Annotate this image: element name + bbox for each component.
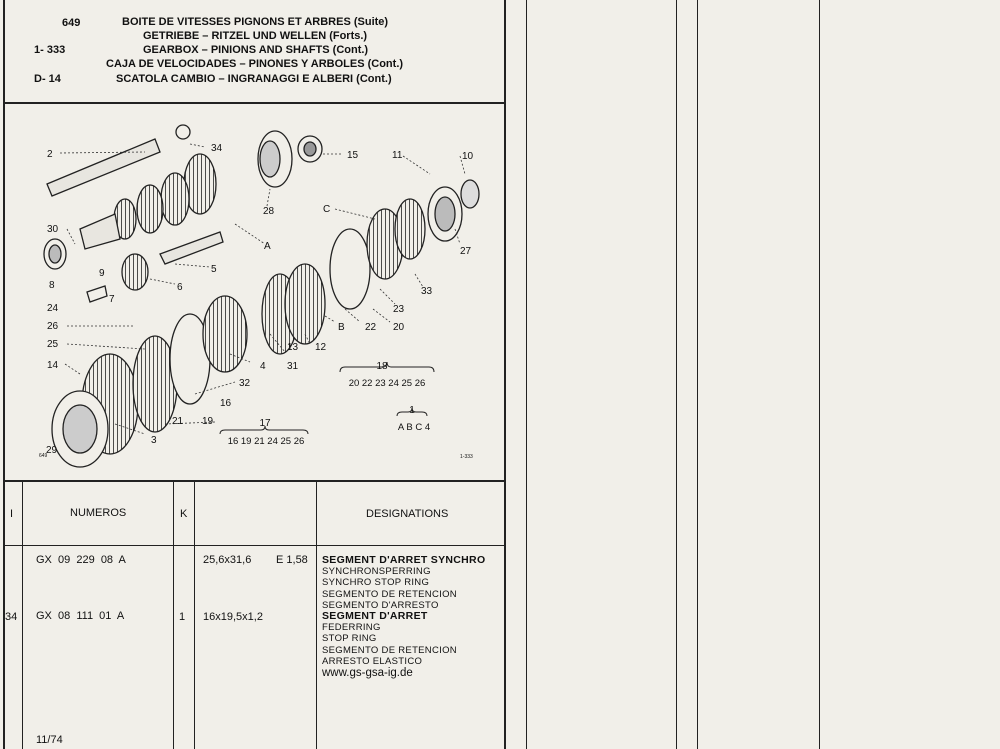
callout-label: 34 xyxy=(211,143,223,154)
group-1-label: 1 xyxy=(409,405,415,416)
callout-label: 26 xyxy=(47,321,59,332)
frame-divider-main xyxy=(504,0,506,749)
column-header-i: I xyxy=(10,508,14,520)
callout-label: A xyxy=(264,241,271,252)
callout-label: 30 xyxy=(47,224,59,235)
title-es: CAJA DE VELOCIDADES – PINONES Y ARBOLES … xyxy=(106,58,404,70)
designation-line: FEDERRING xyxy=(322,622,381,634)
group-brackets xyxy=(219,361,435,435)
callout-label: 10 xyxy=(462,151,474,162)
designation-block: SEGMENT D'ARRET FEDERRING STOP RING SEGM… xyxy=(322,610,457,667)
callout-label: 14 xyxy=(47,360,59,371)
gear-drawings xyxy=(43,124,480,468)
table-col-line xyxy=(173,481,174,749)
part-quantity: 1 xyxy=(179,611,186,623)
part-number: GX 09 229 08 A xyxy=(36,554,126,566)
frame-left xyxy=(3,0,5,749)
gearbox-exploded-diagram: 2 34 15 28 11 10 C A 30 5 6 8 9 7 24 26 … xyxy=(39,124,480,468)
designation-line: SYNCHRO STOP RING xyxy=(322,577,430,589)
part-dimensions: 25,6x31,6 xyxy=(203,554,252,566)
group-17-items: 16 19 21 24 25 26 xyxy=(228,436,305,447)
group-18-items: 20 22 23 24 25 26 xyxy=(349,378,426,389)
designation-line: SEGMENTO DE RETENCION xyxy=(322,644,457,656)
diagram-bottom-line xyxy=(3,480,505,482)
callout-label: 27 xyxy=(460,246,472,257)
reference-code: D- 14 xyxy=(34,73,61,85)
title-en: GEARBOX – PINIONS AND SHAFTS (Cont.) xyxy=(143,44,369,56)
designation-line: SYNCHRONSPERRING xyxy=(322,566,431,578)
callout-label: 12 xyxy=(315,342,327,353)
group-17-label: 17 xyxy=(259,418,271,429)
diagram-small-code: 1-333 xyxy=(460,454,473,460)
callout-label: 33 xyxy=(421,286,433,297)
column-header-k: K xyxy=(180,508,188,520)
title-fr: BOITE DE VITESSES PIGNONS ET ARBRES (Sui… xyxy=(122,16,389,28)
website-link[interactable]: www.gs-gsa-ig.de xyxy=(322,667,413,679)
part-extra: E 1,58 xyxy=(276,554,308,566)
callout-label: 31 xyxy=(287,361,299,372)
header-bottom-line xyxy=(3,102,505,104)
frame-column-line xyxy=(676,0,677,749)
leader-lines xyxy=(59,143,466,435)
callout-label: 28 xyxy=(263,206,275,217)
title-it: SCATOLA CAMBIO – INGRANAGGI E ALBERI (Co… xyxy=(116,73,392,85)
part-dimensions: 16x19,5x1,2 xyxy=(203,611,263,623)
title-de: GETRIEBE – RITZEL UND WELLEN (Forts.) xyxy=(143,30,368,42)
callout-label: 9 xyxy=(99,268,105,279)
reference-code: 1- 333 xyxy=(34,44,66,56)
callout-label: 25 xyxy=(47,339,59,350)
designation-main: SEGMENT D'ARRET xyxy=(322,610,428,622)
group-18-label: 18 xyxy=(376,361,388,372)
table-col-line xyxy=(316,481,317,749)
page-number: 649 xyxy=(62,17,81,29)
designation-main: SEGMENT D'ARRET SYNCHRO xyxy=(322,554,486,566)
table-header-line xyxy=(3,545,505,546)
callout-label: 13 xyxy=(287,342,299,353)
frame-column-line xyxy=(526,0,527,749)
callout-label: 22 xyxy=(365,322,377,333)
callout-label: C xyxy=(323,204,330,215)
callout-label: 2 xyxy=(47,149,53,160)
table-col-line xyxy=(22,481,23,749)
callout-label: 29 xyxy=(46,445,58,456)
callout-label: 32 xyxy=(239,378,251,389)
designation-line: SEGMENTO D'ARRESTO xyxy=(322,599,439,611)
callout-label: 11 xyxy=(392,150,403,161)
callout-label: 4 xyxy=(260,361,266,372)
callout-label: 3 xyxy=(151,435,157,446)
callout-label: 6 xyxy=(177,282,183,293)
designation-line: ARRESTO ELASTICO xyxy=(322,655,423,667)
column-header-numeros: NUMEROS xyxy=(70,507,127,519)
callout-label: 24 xyxy=(47,303,59,314)
callout-label: 19 xyxy=(202,416,214,427)
callout-label: 15 xyxy=(347,150,359,161)
frame-column-line xyxy=(697,0,698,749)
column-header-designations: DESIGNATIONS xyxy=(366,508,449,520)
callout-label: 8 xyxy=(49,280,55,291)
callout-label: 16 xyxy=(220,398,232,409)
table-col-line xyxy=(194,481,195,749)
item-index: 34 xyxy=(5,611,18,623)
diagram-small-code: 649 xyxy=(39,453,48,459)
frame-column-line xyxy=(819,0,820,749)
callout-label: 20 xyxy=(393,322,405,333)
callout-label: 5 xyxy=(211,264,217,275)
part-number: GX 08 111 01 A xyxy=(36,610,125,622)
designation-line: STOP RING xyxy=(322,633,377,645)
callout-label: B xyxy=(338,322,345,333)
designation-line: SEGMENTO DE RETENCION xyxy=(322,588,457,600)
group-1-items: A B C 4 xyxy=(398,422,430,433)
designation-block: SEGMENT D'ARRET SYNCHRO SYNCHRONSPERRING… xyxy=(322,554,486,611)
callout-label: 7 xyxy=(109,294,115,305)
callout-label: 23 xyxy=(393,304,405,315)
callout-label: 21 xyxy=(172,416,184,427)
print-date: 11/74 xyxy=(36,734,63,746)
